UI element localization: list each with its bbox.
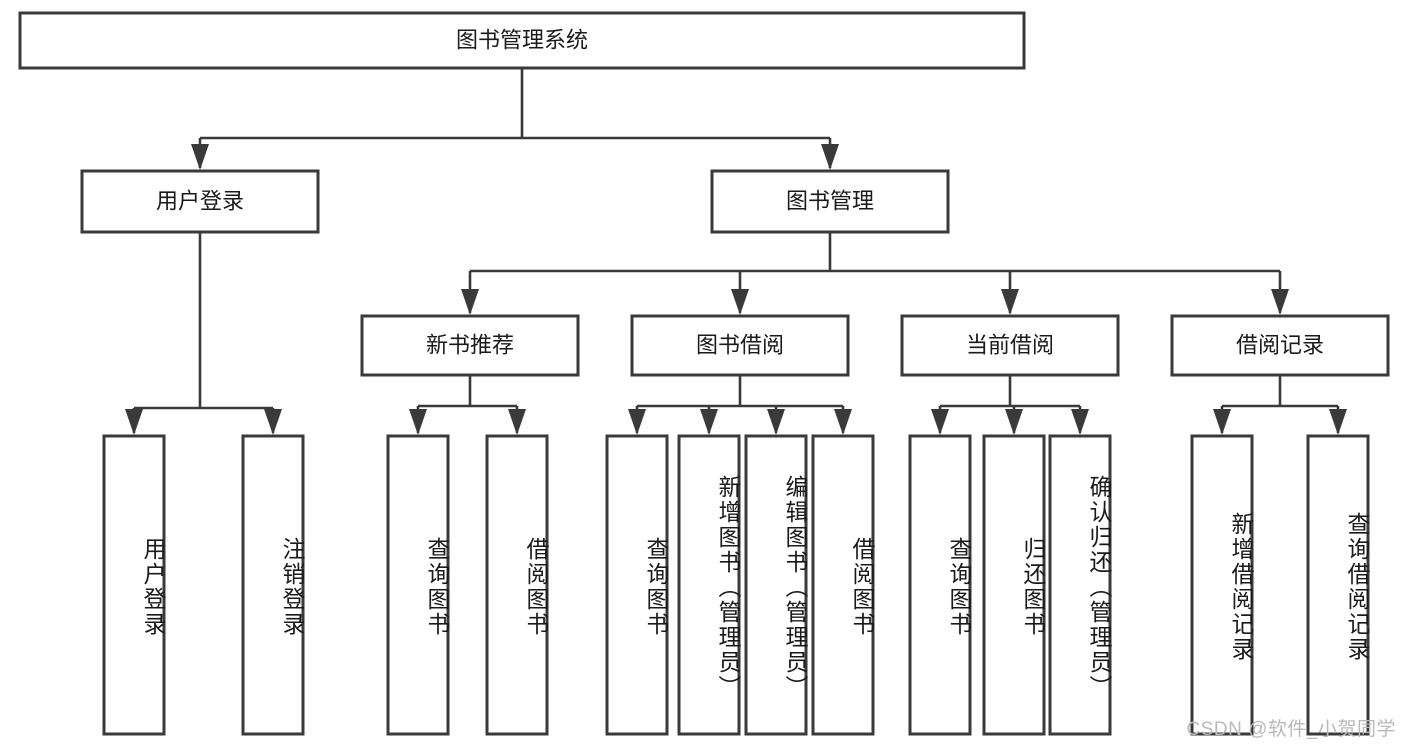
arrow-down-icon-current-borrow-0 (931, 409, 949, 435)
node-leaf-add-book-admin-rect (677, 434, 741, 736)
arrow-down-icon-l2-1 (731, 289, 749, 315)
node-leaf-borrow-book-rect (811, 434, 875, 736)
node-leaf-confirm-return-admin[interactable] (1048, 434, 1112, 736)
node-new-book-recommend-label: 新书推荐 (426, 332, 514, 357)
connectors-layer (125, 68, 1347, 435)
node-leaf-return-book[interactable] (982, 434, 1046, 736)
node-leaf-query-book-borrow[interactable] (605, 434, 669, 736)
node-leaf-add-borrow-record[interactable] (1190, 434, 1254, 736)
node-leaf-confirm-return-admin-rect (1048, 434, 1112, 736)
node-leaf-query-book-borrow-rect (605, 434, 669, 736)
arrow-down-icon-current-borrow-1 (1005, 409, 1023, 435)
node-leaf-logout-login[interactable] (241, 434, 305, 736)
node-leaf-borrow-book-recommend-rect (485, 434, 549, 736)
node-user-login-rect (80, 169, 320, 234)
node-borrow-record-rect (1170, 314, 1390, 377)
arrow-down-icon-borrow-record-0 (1213, 409, 1231, 435)
arrow-down-icon-book-borrow-1 (700, 409, 718, 435)
node-leaf-query-book-recommend-rect (386, 434, 450, 736)
arrow-down-icon-user-login-0 (125, 409, 143, 435)
node-leaf-add-book-admin[interactable] (677, 434, 741, 736)
node-user-login[interactable]: 用户登录 (80, 169, 320, 234)
node-leaf-query-book-current[interactable] (908, 434, 972, 736)
node-leaf-return-book-rect (982, 434, 1046, 736)
node-borrow-record-label: 借阅记录 (1236, 332, 1324, 357)
arrow-down-icon-book-borrow-0 (628, 409, 646, 435)
node-book-borrow-label: 图书借阅 (696, 332, 784, 357)
node-user-login-label: 用户登录 (156, 188, 244, 213)
arrow-down-icon-new-book-recommend-1 (508, 409, 526, 435)
node-leaf-query-borrow-record-rect (1306, 434, 1370, 736)
node-leaf-edit-book-admin-rect (744, 434, 808, 736)
node-leaf-borrow-book-recommend[interactable] (485, 434, 549, 736)
node-leaf-query-book-current-rect (908, 434, 972, 736)
node-book-borrow-rect (630, 314, 850, 377)
node-book-management-rect (710, 169, 950, 234)
node-current-borrow-rect (900, 314, 1120, 377)
arrow-down-icon-l2-2 (1001, 289, 1019, 315)
node-root-root-label: 图书管理系统 (456, 27, 588, 52)
arrow-down-icon-l2-3 (1271, 289, 1289, 315)
node-leaf-query-book-recommend[interactable] (386, 434, 450, 736)
node-leaf-add-borrow-record-rect (1190, 434, 1254, 736)
node-book-management[interactable]: 图书管理 (710, 169, 950, 234)
arrow-down-icon-new-book-recommend-0 (409, 409, 427, 435)
node-root-root[interactable]: 图书管理系统 (18, 11, 1026, 70)
node-leaf-user-login[interactable] (102, 434, 166, 736)
node-root-root-rect (18, 11, 1026, 70)
node-borrow-record[interactable]: 借阅记录 (1170, 314, 1390, 377)
arrow-down-icon-book-borrow-2 (767, 409, 785, 435)
node-leaf-logout-login-rect (241, 434, 305, 736)
node-book-borrow[interactable]: 图书借阅 (630, 314, 850, 377)
node-new-book-recommend[interactable]: 新书推荐 (360, 314, 580, 377)
arrow-down-icon-borrow-record-1 (1329, 409, 1347, 435)
node-current-borrow-label: 当前借阅 (966, 332, 1054, 357)
node-leaf-edit-book-admin[interactable] (744, 434, 808, 736)
node-leaf-user-login-rect (102, 434, 166, 736)
node-leaf-query-borrow-record[interactable] (1306, 434, 1370, 736)
arrow-down-icon-root-1 (821, 144, 839, 170)
arrow-down-icon-current-borrow-2 (1071, 409, 1089, 435)
arrow-down-icon-l2-0 (461, 289, 479, 315)
node-leaf-borrow-book[interactable] (811, 434, 875, 736)
arrow-down-icon-root-0 (191, 144, 209, 170)
arrow-down-icon-book-borrow-3 (834, 409, 852, 435)
node-current-borrow[interactable]: 当前借阅 (900, 314, 1120, 377)
node-new-book-recommend-rect (360, 314, 580, 377)
arrow-down-icon-user-login-1 (264, 409, 282, 435)
watermark-text: CSDN @软件_小贺同学 (1186, 719, 1396, 740)
node-book-management-label: 图书管理 (786, 188, 874, 213)
